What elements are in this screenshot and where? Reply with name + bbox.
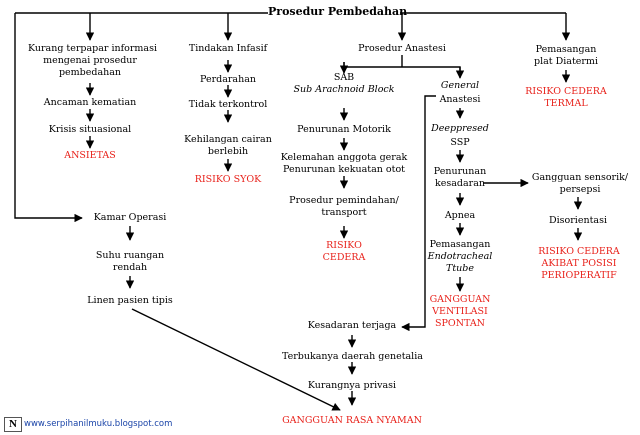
node-kesadaran-terjaga: Kesadaran terjaga bbox=[307, 320, 397, 331]
node-ancaman: Ancaman kematian bbox=[43, 97, 137, 108]
node-sab: SAB bbox=[333, 72, 355, 83]
blog-logo-icon: N bbox=[4, 417, 22, 432]
node-pemindahan: Prosedur pemindahan/transport bbox=[289, 195, 399, 218]
node-risiko-syok: RISIKO SYOK bbox=[194, 174, 262, 185]
node-krisis: Krisis situasional bbox=[48, 124, 132, 135]
node-endotracheal: Endotracheal bbox=[427, 251, 493, 262]
line-linen-nyaman bbox=[131, 308, 341, 411]
footer-url[interactable]: www.serpihanilmuku.blogspot.com bbox=[24, 419, 173, 429]
node-depressed: Deeppresed bbox=[431, 123, 489, 134]
line-to-kamar bbox=[14, 13, 83, 223]
node-tidak: Tidak terkontrol bbox=[188, 99, 268, 110]
node-gangguan-sensorik: Gangguan sensorik/persepsi bbox=[531, 172, 629, 195]
node-ansietas: ANSIETAS bbox=[64, 150, 116, 161]
node-sab-full: Sub Arachnoid Block bbox=[293, 84, 395, 95]
node-genetalia: Terbukanya daerah genetalia bbox=[282, 351, 423, 362]
node-apnea: Apnea bbox=[444, 210, 476, 221]
node-ttube: Ttube bbox=[446, 263, 474, 274]
node-disorientasi: Disorientasi bbox=[549, 215, 607, 226]
node-privasi: Kurangnya privasi bbox=[307, 380, 397, 391]
node-perdarahan: Perdarahan bbox=[200, 74, 256, 85]
node-tindakan: Tindakan Infasif bbox=[188, 43, 268, 54]
node-general-anastesi: Anastesi bbox=[439, 94, 481, 105]
node-gangguan-rasa-nyaman: GANGGUAN RASA NYAMAN bbox=[282, 415, 422, 426]
node-general: General bbox=[440, 80, 480, 91]
node-kamar: Kamar Operasi bbox=[93, 212, 167, 223]
node-motorik: Penurunan Motorik bbox=[297, 124, 391, 135]
node-prosedur-anastesi: Prosedur Anastesi bbox=[358, 43, 446, 54]
node-linen: Linen pasien tipis bbox=[87, 295, 173, 306]
line-ssp-kesadaran bbox=[401, 95, 436, 332]
node-ssp: SSP bbox=[450, 137, 470, 148]
node-pemasangan: Pemasangan bbox=[429, 239, 491, 250]
diagram-title: Prosedur Pembedahan bbox=[268, 5, 408, 18]
